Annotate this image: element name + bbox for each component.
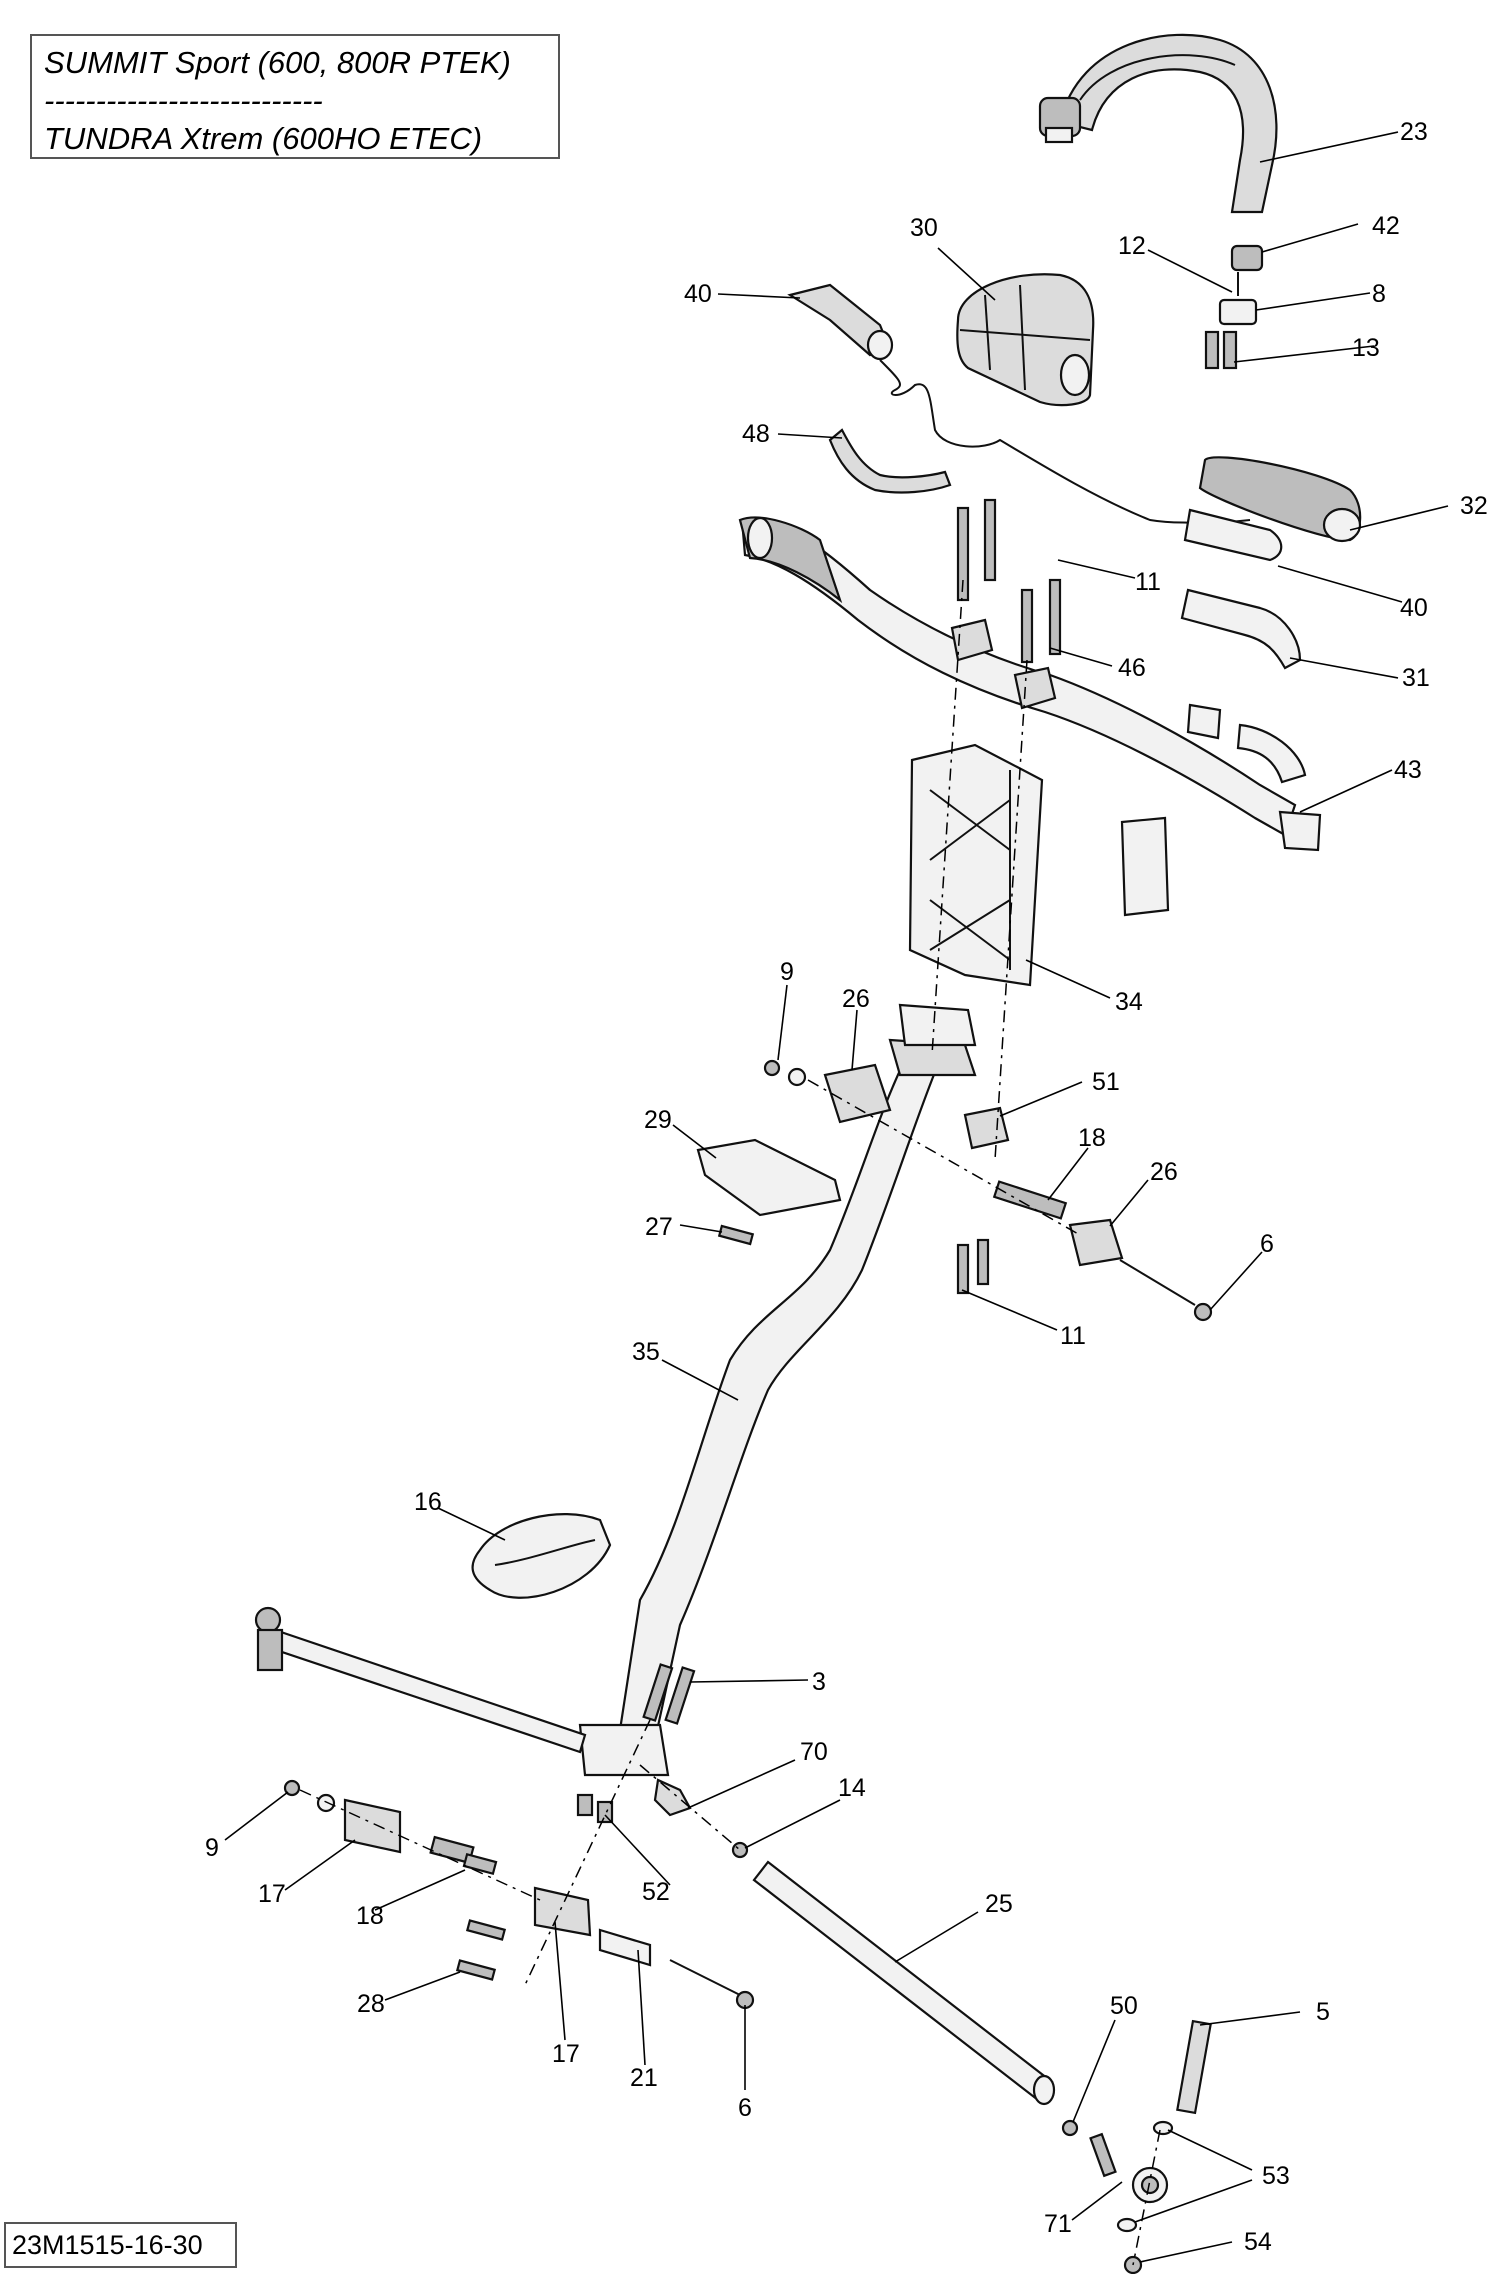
callout-43: 43 bbox=[1394, 756, 1422, 784]
upper-bracket-part bbox=[908, 743, 1044, 987]
callout-18: 18 bbox=[1078, 1124, 1106, 1152]
callout-11: 11 bbox=[1135, 568, 1161, 596]
callout-11b: 11 bbox=[1060, 1322, 1086, 1350]
lower-middle-hardware bbox=[533, 1886, 755, 2010]
callout-12: 12 bbox=[1118, 232, 1146, 260]
callout-35: 35 bbox=[632, 1338, 660, 1366]
callout-5: 5 bbox=[1316, 1998, 1330, 2026]
callout-9: 9 bbox=[780, 958, 794, 986]
title-separator: --------------------------- bbox=[44, 83, 323, 118]
callout-26: 26 bbox=[842, 985, 870, 1013]
callout-16: 16 bbox=[414, 1488, 442, 1516]
callout-30: 30 bbox=[910, 214, 938, 242]
callout-25: 25 bbox=[985, 1890, 1013, 1918]
callout-18b: 18 bbox=[356, 1902, 384, 1930]
diagram-title-box: SUMMIT Sport (600, 800R PTEK) ----------… bbox=[30, 34, 560, 159]
plate-part bbox=[696, 1138, 842, 1246]
callout-52: 52 bbox=[642, 1878, 670, 1906]
cover-part bbox=[471, 1513, 612, 1599]
callout-46: 46 bbox=[1118, 654, 1146, 682]
callout-40b: 40 bbox=[1400, 594, 1428, 622]
callout-17: 17 bbox=[258, 1880, 286, 1908]
handlebar-grips-part bbox=[1180, 456, 1362, 784]
callout-17b: 17 bbox=[552, 2040, 580, 2068]
hose-part bbox=[828, 428, 952, 494]
callout-40: 40 bbox=[684, 280, 712, 308]
tie-rod-left-part bbox=[254, 1606, 587, 1754]
callout-70: 70 bbox=[800, 1738, 828, 1766]
upper-pivot-hardware bbox=[763, 1059, 1213, 1322]
throttle-lever-cable-part bbox=[787, 283, 1251, 527]
lower-left-hardware bbox=[283, 1779, 507, 1981]
callout-9b: 9 bbox=[205, 1834, 219, 1862]
callout-13: 13 bbox=[1352, 334, 1380, 362]
callout-3: 3 bbox=[812, 1668, 826, 1696]
callout-27: 27 bbox=[645, 1213, 673, 1241]
title-line-summit: SUMMIT Sport (600, 800R PTEK) bbox=[44, 45, 511, 80]
callout-14: 14 bbox=[838, 1774, 866, 1802]
callout-29: 29 bbox=[644, 1106, 672, 1134]
callout-50: 50 bbox=[1110, 1992, 1138, 2020]
callout-6b: 6 bbox=[738, 2094, 752, 2122]
handle-bracket-hardware bbox=[1204, 244, 1264, 370]
callout-6: 6 bbox=[1260, 1230, 1274, 1258]
lower-right-hardware bbox=[1061, 2019, 1212, 2274]
connector-hardware bbox=[576, 1778, 749, 1859]
callout-31: 31 bbox=[1402, 664, 1430, 692]
callout-53: 53 bbox=[1262, 2162, 1290, 2190]
steering-rod-part bbox=[752, 1860, 1056, 2106]
title-line-tundra: TUNDRA Xtrem (600HO ETEC) bbox=[44, 121, 483, 156]
callout-54: 54 bbox=[1244, 2228, 1272, 2256]
column-bolts-part bbox=[642, 1663, 696, 1725]
callout-23: 23 bbox=[1400, 118, 1428, 146]
leader-lines bbox=[224, 131, 1449, 2263]
steering-column-part bbox=[578, 1003, 977, 1777]
callout-71: 71 bbox=[1044, 2210, 1072, 2238]
callout-42: 42 bbox=[1372, 212, 1400, 240]
loop-handle-part bbox=[1038, 33, 1278, 214]
handlebar-pad-part bbox=[956, 273, 1095, 407]
callout-34: 34 bbox=[1115, 988, 1143, 1016]
callout-48: 48 bbox=[742, 420, 770, 448]
callout-51: 51 bbox=[1092, 1068, 1120, 1096]
callout-28: 28 bbox=[357, 1990, 385, 2018]
callout-8: 8 bbox=[1372, 280, 1386, 308]
callout-26b: 26 bbox=[1150, 1158, 1178, 1186]
diagram-code: 23M1515-16-30 bbox=[4, 2222, 237, 2268]
callout-numbers: 23 30 42 12 8 40 13 48 32 11 40 46 31 43… bbox=[205, 118, 1488, 2256]
callout-32: 32 bbox=[1460, 492, 1488, 520]
callout-21: 21 bbox=[630, 2064, 658, 2092]
